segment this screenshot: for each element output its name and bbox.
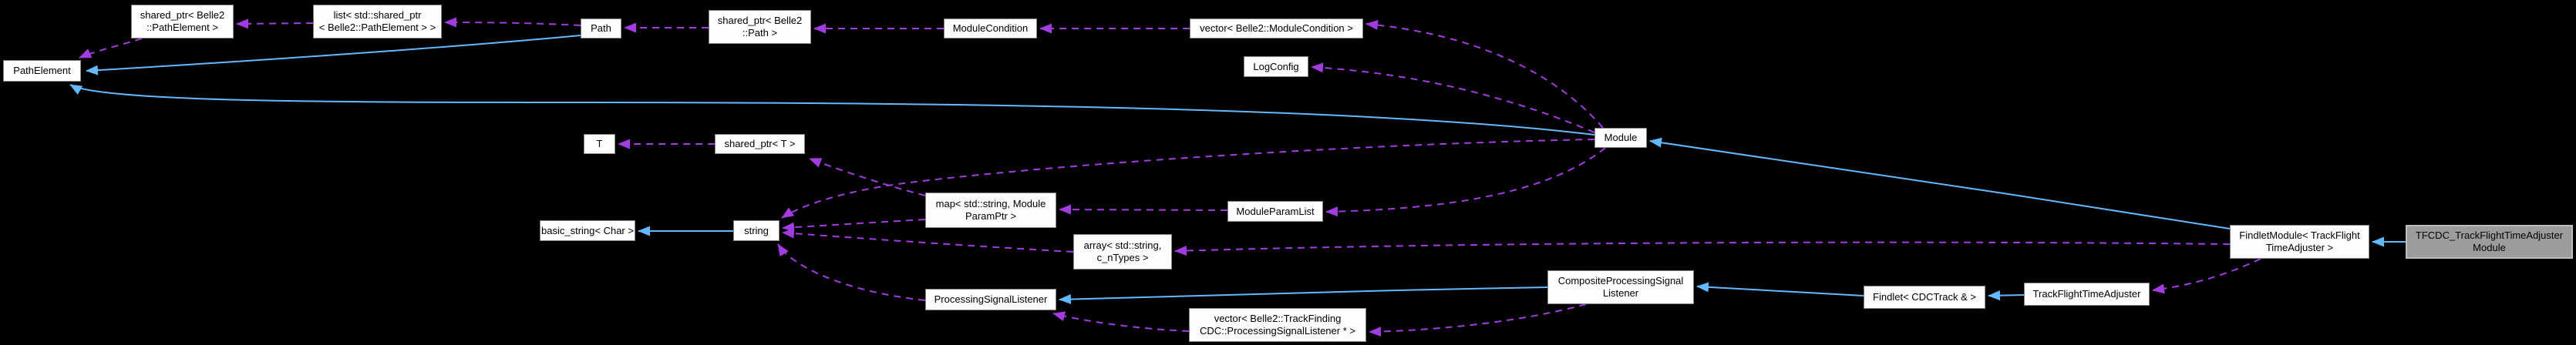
class-node-vector-psl-ptr[interactable]: vector< Belle2::TrackFinding CDC::Proces… <box>1189 308 1366 342</box>
usage-edge-module-to-logconfig <box>1311 62 1595 133</box>
class-node-label: vector< Belle2::ModuleCondition > <box>1200 22 1353 34</box>
usage-edge-findletmodule-to-array-cntypes <box>1174 241 2231 256</box>
class-node-t[interactable]: T <box>584 134 615 154</box>
class-node-array-cntypes[interactable]: array< std::string, c_nTypes > <box>1073 234 1172 270</box>
usage-edge-shared-ptr-pathelement-to-pathelement <box>79 38 143 59</box>
usage-edge-moduleparamlist-to-map-moduleparamptr <box>1059 204 1228 215</box>
class-node-basic-string-char[interactable]: basic_string< Char > <box>540 220 635 241</box>
usage-edge-module-to-string <box>781 139 1595 219</box>
usage-edge-array-cntypes-to-string <box>782 228 1074 253</box>
class-node-processingsignallistener[interactable]: ProcessingSignalListener <box>925 289 1056 310</box>
class-node-string[interactable]: string <box>733 220 780 241</box>
class-node-label: PathElement <box>13 65 71 76</box>
class-node-map-moduleparamptr[interactable]: map< std::string, Module ParamPtr > <box>925 193 1056 228</box>
class-node-vector-modulecondition[interactable]: vector< Belle2::ModuleCondition > <box>1190 18 1363 39</box>
class-node-module[interactable]: Module <box>1594 128 1647 148</box>
usage-edge-compositeprocessingsignallistener-to-vector-psl-ptr <box>1369 303 1587 337</box>
class-node-label: ModuleParamList <box>1236 205 1315 217</box>
class-node-logconfig[interactable]: LogConfig <box>1244 56 1308 77</box>
class-node-modulecondition[interactable]: ModuleCondition <box>944 18 1037 39</box>
usage-edge-map-moduleparamptr-to-shared-ptr-t <box>809 158 926 196</box>
class-node-label: string <box>744 224 769 236</box>
class-node-trackflighttimeadjuster[interactable]: TrackFlightTimeAdjuster <box>2024 283 2150 306</box>
usage-edge-vector-psl-ptr-to-processingsignallistener <box>1052 311 1190 332</box>
class-node-label: FindletModule< TrackFlight TimeAdjuster … <box>2239 229 2360 253</box>
class-node-label: ModuleCondition <box>952 22 1029 34</box>
class-node-label: basic_string< Char > <box>541 224 634 236</box>
class-node-list-shared-ptr-pathelement[interactable]: list< std::shared_ptr < Belle2::PathElem… <box>313 5 442 39</box>
inheritance-edge-path-to-pathelement <box>86 35 581 75</box>
usage-edge-findletmodule-to-trackflighttimeadjuster <box>2152 258 2261 294</box>
usage-edge-processingsignallistener-to-string <box>777 243 926 301</box>
class-node-path[interactable]: Path <box>581 18 621 39</box>
class-node-label: array< std::string, c_nTypes > <box>1083 239 1162 263</box>
class-node-label: Findlet< CDCTrack & > <box>1873 291 1976 303</box>
inheritance-edge-findlet-cdctrack-to-compositeprocessingsignallistener <box>1696 282 1864 296</box>
usage-edge-list-shared-ptr-pathelement-to-shared-ptr-pathelement <box>236 18 314 29</box>
class-node-findletmodule[interactable]: FindletModule< TrackFlight TimeAdjuster … <box>2230 225 2369 259</box>
inheritance-edge-compositeprocessingsignallistener-to-processingsignallistener <box>1059 286 1548 304</box>
class-node-label: ProcessingSignalListener <box>934 293 1048 305</box>
class-node-shared-ptr-pathelement[interactable]: shared_ptr< Belle2 ::PathElement > <box>131 5 234 39</box>
class-node-compositeprocessingsignallistener[interactable]: CompositeProcessingSignal Listener <box>1547 270 1694 304</box>
class-node-label: vector< Belle2::TrackFinding CDC::Proces… <box>1200 313 1355 337</box>
usage-edge-module-to-moduleparamlist <box>1325 147 1606 217</box>
class-node-label: LogConfig <box>1253 60 1299 72</box>
class-node-findlet-cdctrack[interactable]: Findlet< CDCTrack & > <box>1864 286 1985 309</box>
class-node-label: TrackFlightTimeAdjuster <box>2032 288 2141 300</box>
inheritance-edge-findletmodule-to-module <box>1649 137 2231 229</box>
inheritance-edge-trackflighttimeadjuster-to-findlet-cdctrack <box>1988 290 2025 301</box>
class-node-label: list< std::shared_ptr < Belle2::PathElem… <box>318 9 436 33</box>
inheritance-edge-module-to-pathelement <box>69 84 1595 136</box>
class-node-label: shared_ptr< T > <box>724 138 796 149</box>
class-node-label: shared_ptr< Belle2 ::PathElement > <box>140 9 225 33</box>
class-node-label: shared_ptr< Belle2 ::Path > <box>717 15 803 39</box>
class-node-label: TFCDC_TrackFlightTimeAdjuster Module <box>2415 229 2564 253</box>
usage-edge-map-moduleparamptr-to-string <box>782 219 926 233</box>
class-node-label: Module <box>1604 132 1638 143</box>
class-node-label: T <box>596 138 603 149</box>
class-node-label: Path <box>591 22 611 34</box>
class-node-shared-ptr-path[interactable]: shared_ptr< Belle2 ::Path > <box>709 10 811 44</box>
class-node-tfcdc-module[interactable]: TFCDC_TrackFlightTimeAdjuster Module <box>2406 225 2573 259</box>
class-node-pathelement[interactable]: PathElement <box>3 60 81 82</box>
usage-edge-module-to-vector-modulecondition <box>1365 19 1604 129</box>
class-node-label: CompositeProcessingSignal Listener <box>1557 275 1684 299</box>
class-node-shared-ptr-t[interactable]: shared_ptr< T > <box>715 134 805 154</box>
usage-edge-path-to-list-shared-ptr-pathelement <box>444 17 581 28</box>
class-node-moduleparamlist[interactable]: ModuleParamList <box>1227 201 1323 222</box>
class-node-label: map< std::string, Module ParamPtr > <box>935 198 1046 222</box>
